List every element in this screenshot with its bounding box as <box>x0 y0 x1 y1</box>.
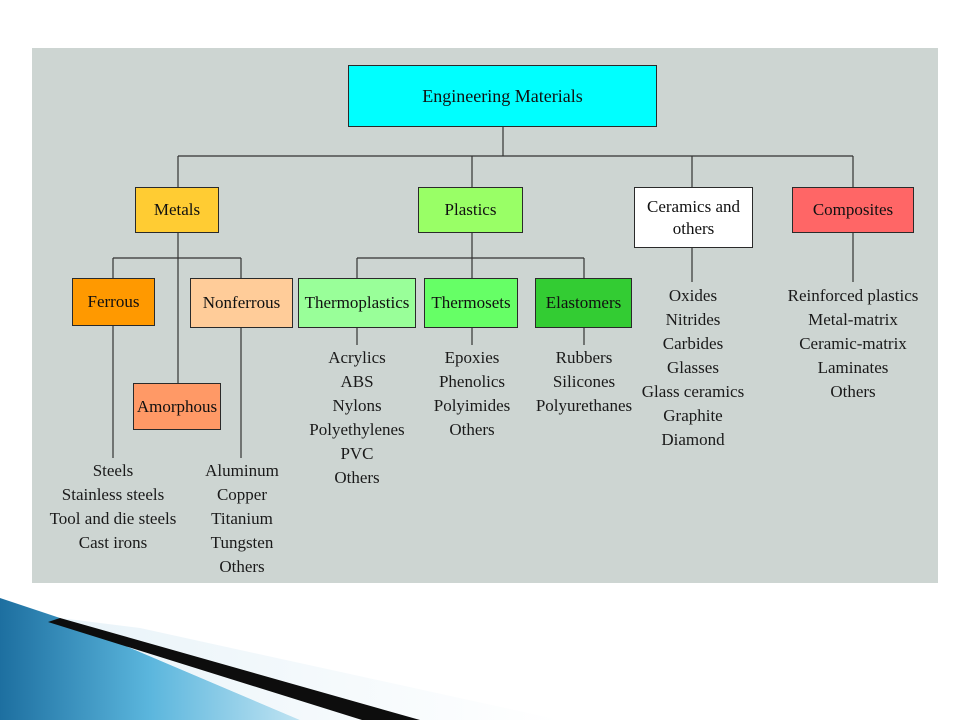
list-item: PVC <box>340 444 374 463</box>
thermoplastics-node: Thermoplastics <box>298 278 416 328</box>
list-item: Metal-matrix <box>808 310 898 329</box>
list-item: Titanium <box>211 509 273 528</box>
list-item: Graphite <box>663 406 723 425</box>
list-item: Stainless steels <box>61 485 165 504</box>
list-item: Acrylics <box>328 348 386 367</box>
list-item: Nylons <box>332 396 382 415</box>
list-item: Rubbers <box>555 348 613 367</box>
metals-node: Metals <box>135 187 219 233</box>
list-item: Tool and die steels <box>49 509 177 528</box>
amorphous-node: Amorphous <box>133 383 221 430</box>
list-item: Glass ceramics <box>641 382 745 401</box>
list-item: Glasses <box>667 358 719 377</box>
nonferrous-node: Nonferrous <box>190 278 293 328</box>
list-item: Laminates <box>817 358 889 377</box>
list-item: Oxides <box>668 286 718 305</box>
plastics-node: Plastics <box>418 187 523 233</box>
list-item: Cast irons <box>78 533 148 552</box>
list-item: ABS <box>340 372 374 391</box>
ceramics-node: Ceramics and others <box>634 187 753 248</box>
list-item: Polyimides <box>433 396 511 415</box>
elastomers-node: Elastomers <box>535 278 632 328</box>
composites-node: Composites <box>792 187 914 233</box>
list-item: Ceramic-matrix <box>799 334 907 353</box>
list-item: Others <box>830 382 876 401</box>
list-item: Others <box>219 557 265 576</box>
list-item: Tungsten <box>210 533 274 552</box>
list-item: Silicones <box>552 372 616 391</box>
list-item: Epoxies <box>444 348 500 367</box>
list-item: Others <box>334 468 380 487</box>
list-item: Phenolics <box>438 372 506 391</box>
thermosets-node: Thermosets <box>424 278 518 328</box>
list-item: Copper <box>216 485 268 504</box>
root-node: Engineering Materials <box>348 65 657 127</box>
list-item: Polyurethanes <box>535 396 633 415</box>
list-item: Others <box>449 420 495 439</box>
list-item: Nitrides <box>665 310 721 329</box>
list-item: Polyethylenes <box>309 420 405 439</box>
list-item: Reinforced plastics <box>787 286 919 305</box>
list-item: Aluminum <box>205 461 279 480</box>
ferrous-node: Ferrous <box>72 278 155 326</box>
list-item: Carbides <box>662 334 724 353</box>
list-item: Steels <box>92 461 134 480</box>
list-item: Diamond <box>661 430 725 449</box>
